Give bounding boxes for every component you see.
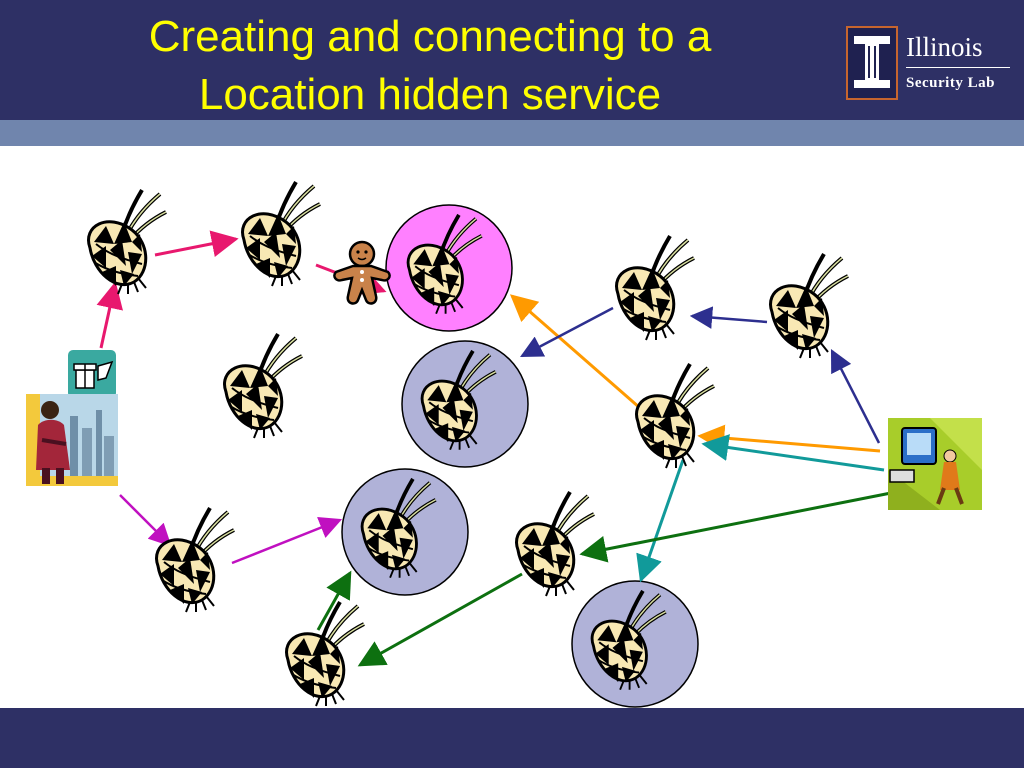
arrow [509, 294, 641, 410]
footer-bar [0, 708, 1024, 768]
onion-router-icon [154, 506, 236, 614]
arrow [119, 494, 172, 547]
arrow [701, 434, 885, 472]
arrow [96, 281, 123, 349]
arrow [689, 306, 768, 329]
logo-wordmark: Illinois [906, 32, 983, 62]
illinois-security-lab-logo: Illinois Security Lab [842, 24, 1018, 104]
slide-title-line-1: Creating and connecting to a [148, 12, 712, 61]
illinois-column-icon [846, 26, 898, 100]
slide-title-line-2: Location hidden service [198, 70, 662, 119]
person-at-computer-icon [888, 418, 982, 510]
onion-router-icon [768, 252, 850, 360]
arrow [154, 230, 239, 257]
arrow [520, 306, 614, 358]
onion-router-icon [86, 188, 168, 296]
onion-router-icon [614, 234, 696, 342]
onion-router-icon [514, 490, 596, 598]
accent-band [0, 120, 1024, 146]
hidden-service-diagram [26, 180, 982, 708]
slide-title: Creating and connecting to a Location hi… [60, 8, 800, 124]
arrow [830, 348, 881, 444]
arrow [579, 490, 897, 563]
onion-router-icon [222, 332, 304, 440]
gingerbread-man-icon [333, 240, 391, 305]
arrow [231, 517, 343, 565]
arrow [697, 424, 881, 453]
logo-subtitle: Security Lab [906, 75, 995, 91]
woman-with-gift-icon [26, 350, 118, 486]
onion-router-icon [634, 362, 716, 470]
arrow [316, 570, 352, 631]
arrow [636, 459, 685, 583]
onion-router-icon [240, 180, 322, 288]
arrow [357, 572, 523, 667]
logo-divider [906, 67, 1010, 68]
